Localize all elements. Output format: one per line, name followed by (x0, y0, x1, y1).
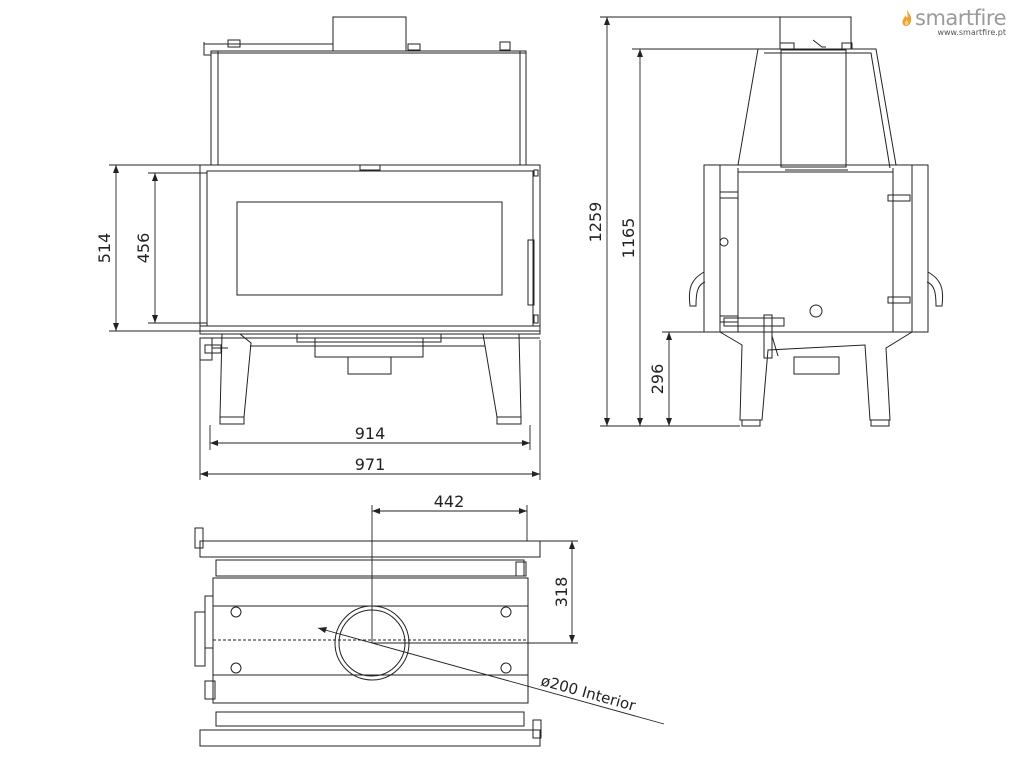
brand-url: www.smartfire.pt (937, 28, 1006, 37)
dim-leg-height: 296 (648, 364, 667, 395)
dim-flue-offset: 442 (434, 492, 465, 511)
dim-total-height: 1259 (586, 202, 605, 243)
dim-glass-height: 456 (134, 233, 153, 264)
front-view-dimensions (109, 164, 541, 480)
brand-name: smartfire (915, 6, 1006, 30)
top-view (194, 527, 542, 747)
dimension-labels: 514 456 914 971 1259 1165 296 442 318 ø2… (95, 202, 667, 715)
side-view (688, 16, 944, 427)
brand-logo: smartfire www.smartfire.pt (901, 6, 1006, 37)
dim-outer-width: 971 (355, 455, 386, 474)
side-view-dimensions (600, 16, 780, 427)
dim-outer-height: 514 (95, 233, 114, 264)
dim-flue-depth: 318 (552, 577, 571, 608)
top-view-dimensions (317, 505, 665, 725)
dim-body-height: 1165 (619, 218, 638, 259)
dimension-arrows (113, 17, 672, 643)
flame-icon (902, 10, 912, 26)
front-view (199, 16, 541, 425)
dim-inner-width: 914 (355, 424, 386, 443)
